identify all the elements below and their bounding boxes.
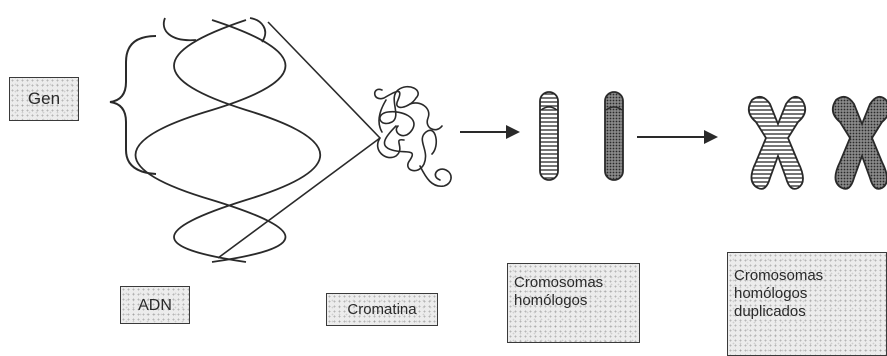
homologous-chromosomes-label-box: Cromosomas homólogos	[507, 263, 640, 343]
duplicated-chromosomes-label-line-1: Cromosomas	[734, 267, 823, 285]
gene-label-box: Gen	[9, 77, 79, 121]
dna-double-helix	[136, 18, 321, 262]
duplicated-chromosome-2	[833, 97, 887, 189]
zoom-line-bottom	[218, 138, 380, 258]
duplicated-chromosomes-label-box: Cromosomas homólogos duplicados	[727, 252, 887, 356]
chromatin-label-box: Cromatina	[326, 293, 438, 326]
homologous-chromosomes-label-line-1: Cromosomas	[514, 274, 603, 292]
duplicated-chromosomes-label-line-2: homólogos	[734, 285, 823, 303]
arrow-chromosomes-to-duplicated	[637, 130, 718, 144]
zoom-line-top	[268, 22, 380, 138]
dna-label-box: ADN	[120, 286, 190, 324]
duplicated-chromosomes-label-line-3: duplicados	[734, 303, 823, 321]
homologous-chromosome-2	[605, 92, 623, 180]
chromatin-tangle	[375, 87, 451, 187]
duplicated-chromosome-1	[749, 97, 805, 189]
chromatin-label: Cromatina	[327, 301, 437, 319]
homologous-chromosomes-label-line-2: homólogos	[514, 292, 603, 310]
arrow-chromatin-to-chromosomes	[460, 125, 520, 139]
homologous-chromosome-1	[540, 92, 558, 180]
dna-label: ADN	[121, 297, 189, 315]
gene-label: Gen	[10, 90, 78, 108]
gene-brace	[110, 36, 156, 174]
